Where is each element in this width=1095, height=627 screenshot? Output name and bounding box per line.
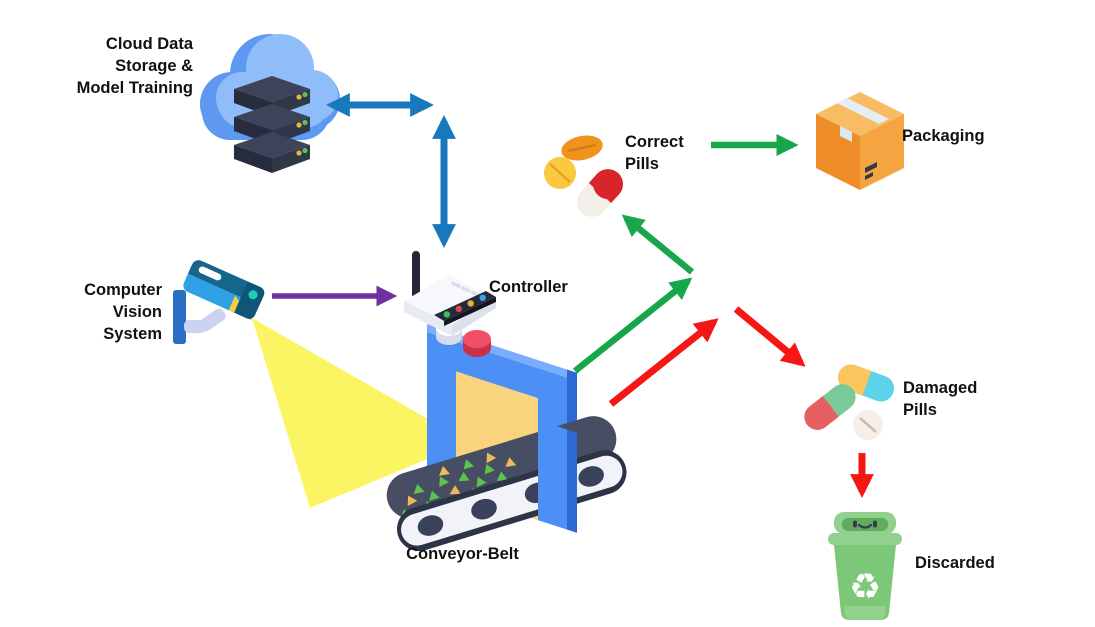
bin-body <box>834 545 896 620</box>
gate-button-red <box>463 330 491 357</box>
bin-face <box>853 520 877 529</box>
light-beam <box>252 318 468 508</box>
white-tablet <box>853 410 883 440</box>
camera-indicator-dot <box>248 290 258 300</box>
trash-bin-icon: ♻ <box>828 512 902 620</box>
camera-body <box>183 260 265 321</box>
box-tape-tab <box>840 126 852 142</box>
box-tape <box>837 98 889 124</box>
yellow-cyan-capsule <box>837 364 895 402</box>
inspection-gate-front-pillar <box>538 420 577 533</box>
controller-label: Controller <box>489 278 568 296</box>
yellow-tablet <box>544 157 576 189</box>
orange-tablet <box>561 135 603 161</box>
conveyor-label: Conveyor-Belt <box>406 545 519 563</box>
correct-pills-label: Correct Pills <box>625 133 684 173</box>
cctv-camera-icon <box>173 260 265 344</box>
camera-arm <box>184 308 226 333</box>
belt-rollers <box>417 466 604 536</box>
cloud-label: Cloud Data Storage & Model Training <box>76 35 193 97</box>
bin-rim <box>828 533 902 545</box>
camera-mount-plate <box>173 290 186 344</box>
package-box-icon <box>816 92 904 190</box>
controller-antenna <box>412 251 420 299</box>
correct-pills-icon <box>544 135 624 217</box>
controller-router-icon <box>404 251 496 336</box>
red-green-capsule <box>804 384 856 430</box>
cloud-storage-icon <box>200 34 340 173</box>
vision-label: Computer Vision System <box>84 281 162 343</box>
red-white-capsule <box>576 169 624 217</box>
damaged-pills-label: Damaged Pills <box>903 379 978 419</box>
server-stack-icon <box>234 76 310 173</box>
packaging-label: Packaging <box>902 127 985 145</box>
damaged-pills-icon <box>804 364 895 440</box>
recycle-icon: ♻ <box>849 567 881 608</box>
discarded-label: Discarded <box>915 554 995 572</box>
